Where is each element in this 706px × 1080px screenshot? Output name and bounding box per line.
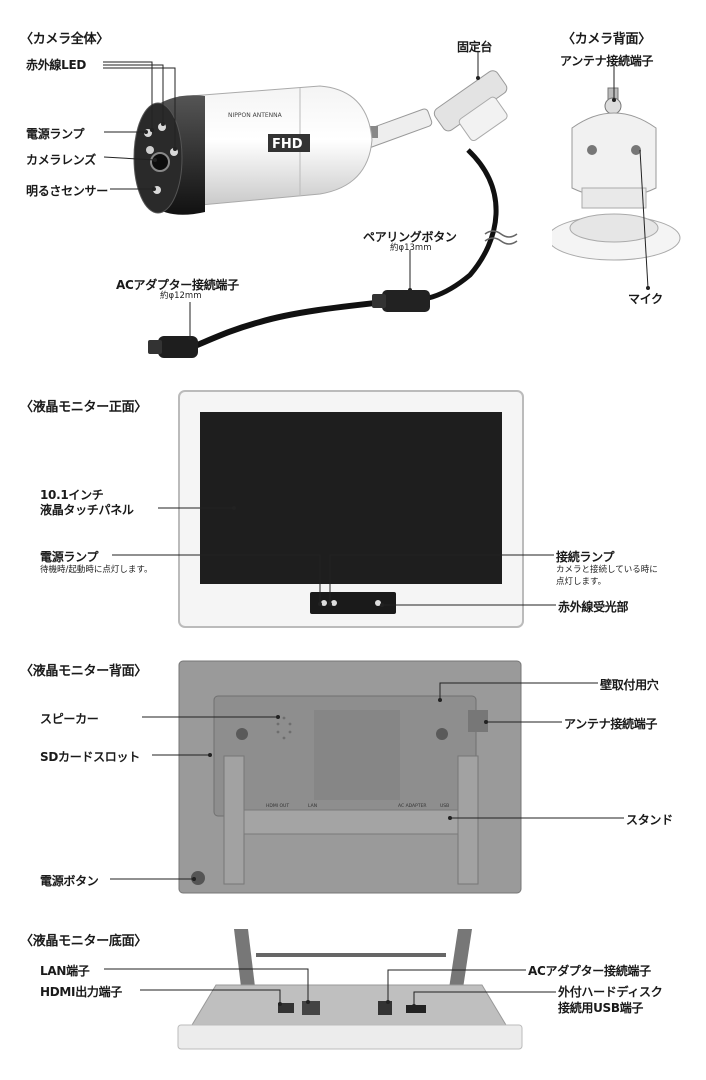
label-wall-hole: 壁取付用穴 bbox=[600, 678, 659, 692]
label-hdd-usb-1: 外付ハードディスク bbox=[558, 985, 663, 999]
label-monitor-ac-terminal: ACアダプター接続端子 bbox=[528, 964, 651, 978]
label-pairing-button: ペアリングボタン bbox=[363, 230, 457, 244]
label-camera-mount: 固定台 bbox=[457, 40, 493, 54]
label-stand: スタンド bbox=[626, 813, 673, 827]
monitor-bottom-illustration bbox=[177, 929, 523, 1050]
section-monitor-front: 〈液晶モニター正面〉 bbox=[20, 400, 148, 415]
label-hdmi-port: HDMI出力端子 bbox=[40, 985, 123, 999]
label-touch-panel: 液晶タッチパネル bbox=[40, 503, 134, 517]
label-ir-led: 赤外線LED bbox=[26, 58, 87, 72]
label-speaker: スピーカー bbox=[40, 712, 99, 726]
label-lan-port: LAN端子 bbox=[40, 964, 90, 978]
label-camera-ac-terminal: ACアダプター接続端子 bbox=[116, 278, 239, 292]
camera-badge: FHD bbox=[272, 137, 303, 152]
monitor-front-illustration bbox=[178, 390, 524, 628]
label-camera-power-lamp: 電源ランプ bbox=[26, 127, 85, 141]
label-power-button: 電源ボタン bbox=[40, 874, 99, 888]
port-label-hdmi: HDMI OUT bbox=[266, 803, 289, 809]
label-connect-lamp: 接続ランプ bbox=[556, 550, 615, 564]
label-brightness-sensor: 明るさセンサー bbox=[26, 184, 108, 198]
port-label-lan: LAN bbox=[308, 803, 317, 809]
section-camera-back: 〈カメラ背面〉 bbox=[562, 32, 651, 47]
note-monitor-power-lamp: 待機時/起動時に点灯します。 bbox=[40, 565, 153, 575]
label-monitor-power-lamp: 電源ランプ bbox=[40, 550, 99, 564]
camera-back-illustration bbox=[552, 87, 681, 261]
section-monitor-back: 〈液晶モニター背面〉 bbox=[20, 664, 148, 679]
label-ir-receiver: 赤外線受光部 bbox=[558, 600, 629, 614]
camera-mount bbox=[433, 70, 508, 142]
note-connect-lamp-2: 点灯します。 bbox=[556, 577, 607, 587]
label-panel-size: 10.1インチ bbox=[40, 488, 104, 502]
label-monitor-antenna-terminal: アンテナ接続端子 bbox=[564, 717, 658, 731]
camera-brand: NIPPON ANTENNA bbox=[228, 112, 283, 119]
section-camera-full: 〈カメラ全体〉 bbox=[20, 32, 109, 47]
port-label-usb: USB bbox=[440, 803, 449, 809]
label-mic: マイク bbox=[628, 292, 663, 306]
label-camera-antenna-terminal: アンテナ接続端子 bbox=[560, 54, 654, 68]
label-sd-slot: SDカードスロット bbox=[40, 750, 140, 764]
label-ac-size: 約φ12mm bbox=[160, 291, 202, 301]
monitor-back-illustration: HDMI OUT LAN AC ADAPTER USB bbox=[178, 660, 522, 894]
note-connect-lamp-1: カメラと接続している時に bbox=[556, 565, 658, 575]
label-pairing-size: 約φ13mm bbox=[390, 243, 432, 253]
label-camera-lens: カメラレンズ bbox=[26, 153, 96, 167]
port-label-ac: AC ADAPTER bbox=[398, 803, 427, 809]
label-hdd-usb-2: 接続用USB端子 bbox=[558, 1001, 644, 1015]
section-monitor-bottom: 〈液晶モニター底面〉 bbox=[20, 934, 148, 949]
